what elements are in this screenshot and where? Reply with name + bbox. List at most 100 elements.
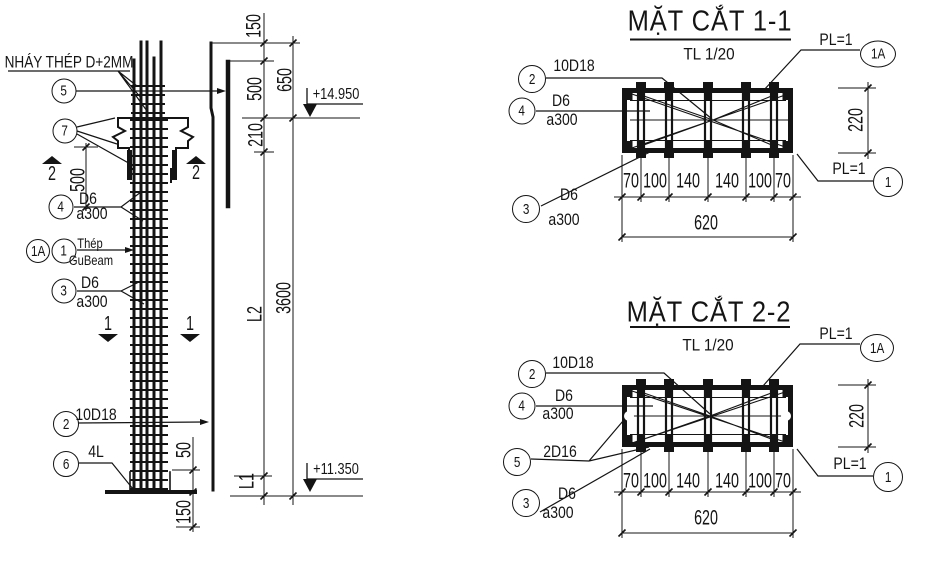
- gubeam-label: GuBeam: [68, 252, 114, 268]
- section-1-dim-ticks: [617, 83, 873, 242]
- callout-bubble-5: 5: [51, 78, 77, 104]
- s1-d6-upper-label: D6: [552, 91, 570, 110]
- s2-bars2-label: 2D16: [543, 442, 577, 461]
- section-2-title: MẶT CẮT 2-2: [626, 296, 792, 329]
- spacing-a300-upper-label: a300: [76, 204, 108, 223]
- dim-150-bottom-label: 150: [172, 500, 196, 524]
- s1-a300-upper-label: a300: [546, 110, 578, 129]
- dim-l2-label: L2: [243, 306, 267, 322]
- column-ties-top: [131, 85, 165, 116]
- section-2-scale: TL 1/20: [682, 335, 734, 355]
- s2-dim-620-label: 620: [694, 506, 718, 530]
- s1-callout-bubble-1: 1: [873, 167, 903, 197]
- s1-callout-bubble-4: 4: [508, 97, 536, 125]
- s2-callout-3-number: 3: [522, 494, 530, 512]
- s1-dim-part-70b: 70: [775, 169, 791, 193]
- s1-callout-2-number: 2: [528, 70, 536, 88]
- top-note-label: NHÁY THÉP D+2MM: [4, 52, 134, 72]
- callout-bubble-4: 4: [48, 194, 74, 220]
- s1-dim-part-100a: 100: [643, 169, 667, 193]
- dim-500-left-label: 500: [66, 168, 90, 192]
- rebar-d6-lower-label: D6: [81, 273, 99, 292]
- level-top-value: +14.950: [312, 86, 360, 103]
- s1-bars-label: 10D18: [553, 56, 595, 75]
- dim-150-top-label: 150: [242, 14, 266, 38]
- s2-dim-220-label: 220: [845, 404, 869, 428]
- s1-dim-part-100b: 100: [748, 169, 772, 193]
- section-mark-1-right: 1: [185, 313, 195, 335]
- s1-dim-part-140a: 140: [676, 169, 700, 193]
- s2-pl-top-label: PL=1: [819, 324, 853, 343]
- s1-dim-620-label: 620: [694, 211, 718, 235]
- section-cut-marks: [42, 156, 206, 342]
- s2-dim-part-140b: 140: [715, 469, 739, 493]
- section-1-leaders: [536, 49, 873, 207]
- s2-d6-lower-label: D6: [558, 484, 576, 503]
- s1-callout-4-number: 4: [518, 102, 526, 120]
- section-mark-2-left: 2: [47, 163, 57, 185]
- s2-dim-part-100b: 100: [748, 469, 772, 493]
- s2-dim-part-140a: 140: [676, 469, 700, 493]
- s2-a300-upper-label: a300: [542, 404, 574, 423]
- s2-callout-bubble-5: 5: [503, 448, 531, 476]
- s1-callout-1a-number: 1A: [870, 45, 886, 63]
- column-ties-main: [130, 119, 168, 490]
- s1-dim-220-label: 220: [844, 108, 868, 132]
- s1-a300-lower-label: a300: [548, 210, 580, 229]
- s2-callout-5-number: 5: [513, 453, 521, 471]
- s2-dim-part-70a: 70: [623, 469, 639, 493]
- rebar-d6-upper-label: D6: [79, 189, 97, 208]
- dim-500-right-label: 500: [243, 77, 267, 101]
- s1-callout-bubble-2: 2: [518, 65, 546, 93]
- spacing-a300-lower-label: a300: [76, 292, 108, 311]
- dim-210-label: 210: [244, 123, 268, 147]
- callout-1-number: 1: [60, 242, 68, 260]
- s2-callout-bubble-4: 4: [508, 392, 536, 420]
- s2-callout-1a-number: 1A: [869, 339, 885, 357]
- callout-bubble-1a: 1A: [26, 239, 50, 263]
- s2-callout-bubble-1: 1: [873, 462, 903, 492]
- s1-callout-1-number: 1: [884, 173, 892, 191]
- s2-callout-4-number: 4: [518, 397, 526, 415]
- elevation-dim-ticks: [81, 38, 298, 532]
- level-markers: [303, 88, 363, 492]
- callout-bubble-3: 3: [51, 278, 77, 304]
- s1-callout-bubble-1a: 1A: [860, 40, 896, 68]
- section-1-scale: TL 1/20: [683, 44, 735, 64]
- elevation-dimensions: [74, 13, 363, 532]
- dim-l1-label: L1: [235, 473, 259, 489]
- s2-callout-2-number: 2: [528, 365, 536, 383]
- s2-pl-bottom-label: PL=1: [833, 454, 867, 473]
- s1-dim-part-140b: 140: [715, 169, 739, 193]
- s1-pl-top-label: PL=1: [819, 30, 853, 49]
- plate-4l-label: 4L: [88, 442, 104, 461]
- s1-callout-bubble-3: 3: [512, 195, 540, 223]
- section-2-dim-ticks: [617, 380, 873, 538]
- section-2-leaders: [530, 343, 873, 513]
- s1-dim-part-70a: 70: [623, 169, 639, 193]
- callout-4-number: 4: [57, 198, 65, 216]
- dim-3600-label: 3600: [272, 282, 296, 314]
- level-bottom-value: +11.350: [313, 461, 359, 478]
- main-bars-label: 10D18: [75, 405, 117, 424]
- callout-bubble-1: 1: [51, 238, 77, 264]
- dim-50-label: 50: [172, 442, 196, 458]
- thep-label: Thép: [77, 235, 103, 251]
- s2-callout-bubble-1a: 1A: [860, 334, 894, 362]
- callout-1a-number: 1A: [30, 242, 46, 260]
- elevation-leaders: [8, 70, 222, 490]
- callout-bubble-7: 7: [52, 118, 78, 144]
- callout-7-number: 7: [61, 122, 69, 140]
- s1-callout-3-number: 3: [522, 200, 530, 218]
- s2-callout-bubble-2: 2: [518, 360, 546, 388]
- callout-bubble-2: 2: [53, 411, 79, 437]
- section-mark-2-right: 2: [191, 162, 201, 184]
- s2-a300-lower-label: a300: [542, 503, 574, 522]
- section-2-cage: [622, 326, 793, 452]
- section-1-title: MẶT CẮT 1-1: [627, 5, 793, 38]
- s2-d6-upper-label: D6: [555, 386, 573, 405]
- dim-650-label: 650: [273, 68, 297, 92]
- s2-bars-label: 10D18: [552, 353, 594, 372]
